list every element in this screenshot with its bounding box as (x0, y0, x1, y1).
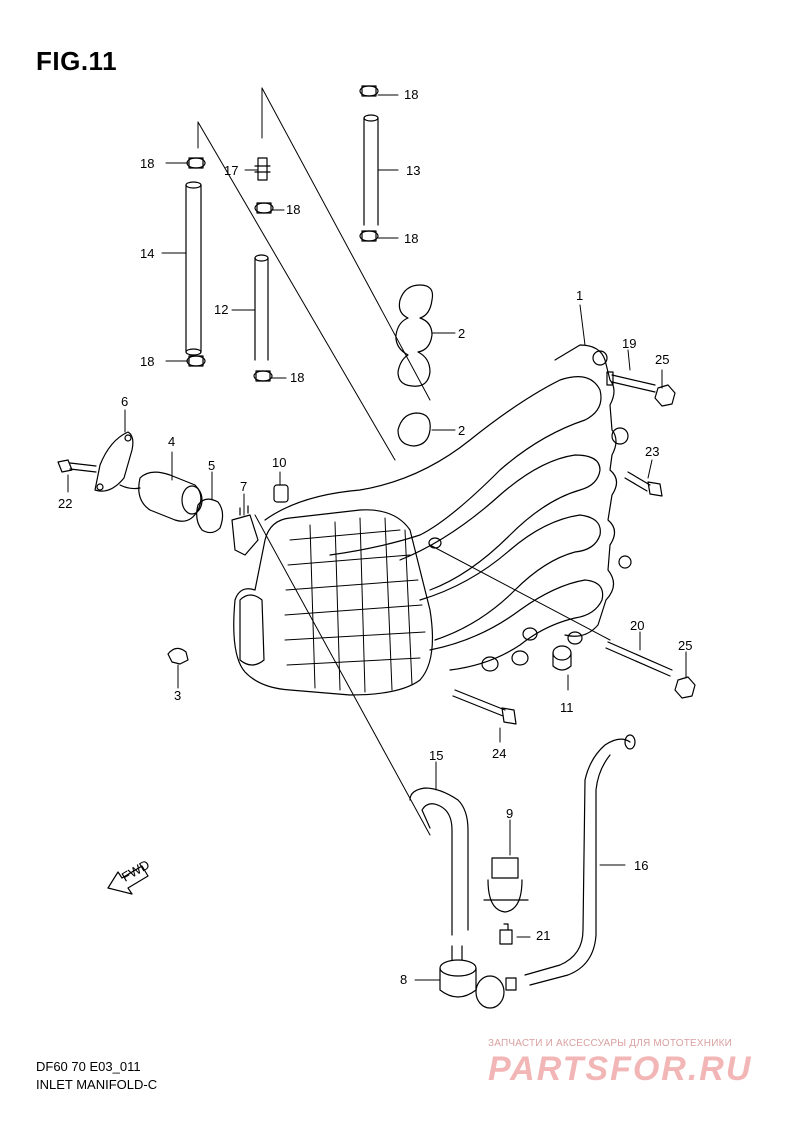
callout-18-d: 18 (404, 231, 418, 246)
inlet-manifold (233, 344, 632, 696)
callout-4: 4 (168, 434, 175, 449)
cap-10 (273, 484, 289, 503)
callout-25-a: 25 (655, 352, 669, 367)
bolt-22 (57, 459, 97, 473)
hose-16 (524, 734, 636, 986)
callout-6: 6 (121, 394, 128, 409)
hose-13 (363, 114, 379, 226)
hose-15 (409, 787, 469, 936)
fitting-17 (254, 157, 271, 181)
cap-3 (167, 647, 189, 665)
callout-5: 5 (208, 458, 215, 473)
callout-9: 9 (506, 806, 513, 821)
gasket-upper (395, 284, 434, 387)
callout-18-b: 18 (140, 156, 154, 171)
leader-lines (67, 87, 687, 981)
callout-15: 15 (429, 748, 443, 763)
callout-21: 21 (536, 928, 550, 943)
watermark-subtitle: ЗАПЧАСТИ И АКСЕССУАРЫ ДЛЯ МОТОТЕХНИКИ (488, 1038, 733, 1049)
callout-17: 17 (224, 163, 238, 178)
callout-18-e: 18 (140, 354, 154, 369)
callout-11: 11 (560, 700, 574, 715)
callout-22: 22 (58, 496, 72, 511)
drawing-code-line-1: DF60 70 E03_011 (36, 1059, 141, 1074)
gasket-6 (94, 431, 134, 492)
hose-12 (254, 254, 269, 361)
bolt-24 (452, 689, 517, 725)
callout-7: 7 (240, 479, 247, 494)
callout-23: 23 (645, 444, 659, 459)
valve-4 (119, 471, 203, 522)
callout-2-lower: 2 (458, 423, 465, 438)
nut-25 (654, 384, 696, 699)
callout-24: 24 (492, 746, 506, 761)
callout-25-b: 25 (678, 638, 692, 653)
gasket-lower (397, 412, 431, 447)
callout-3: 3 (174, 688, 181, 703)
stud-20 (605, 641, 673, 677)
stud-19 (606, 371, 656, 393)
bolt-23 (624, 471, 663, 497)
callout-18-f: 18 (290, 370, 304, 385)
callout-18-a: 18 (404, 87, 418, 102)
callout-2-upper: 2 (458, 326, 465, 341)
callout-1: 1 (576, 288, 583, 303)
callout-8: 8 (400, 972, 407, 987)
figure-title: FIG.11 (36, 46, 118, 76)
callout-10: 10 (272, 455, 286, 470)
gasket-5 (196, 498, 224, 534)
hose-14 (185, 181, 202, 356)
screw-21 (499, 923, 513, 945)
bracket-9 (483, 857, 529, 913)
callout-12: 12 (214, 302, 228, 317)
drawing-code-line-2: INLET MANIFOLD-C (36, 1077, 158, 1092)
drawing-code: DF60 70 E03_011 INLET MANIFOLD-C (36, 1058, 157, 1094)
callout-14: 14 (140, 246, 154, 261)
callout-18-c: 18 (286, 202, 300, 217)
watermark-logo: PARTSFOR.RU (488, 1050, 753, 1088)
fwd-arrow-icon (107, 865, 149, 895)
bush-11 (552, 645, 572, 671)
fwd-label: FWD (119, 857, 152, 885)
sensor-7 (231, 505, 259, 556)
filter-8 (439, 945, 517, 1009)
callout-20: 20 (630, 618, 644, 633)
clamp-18 (186, 85, 379, 382)
callout-13: 13 (406, 163, 420, 178)
callout-16: 16 (634, 858, 648, 873)
callout-19: 19 (622, 336, 636, 351)
